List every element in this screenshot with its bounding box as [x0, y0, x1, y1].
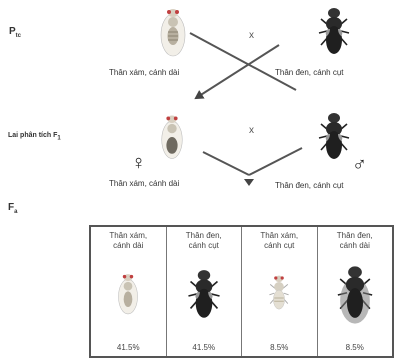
black-vestigial-fly-icon: [187, 267, 221, 325]
cross-line-3: [203, 152, 249, 175]
offspring-percent: 8.5%: [318, 343, 393, 352]
male-symbol-icon: ♂: [352, 155, 367, 175]
offspring-cell: Thân xám,cánh dài 41.5%: [91, 227, 167, 356]
offspring-cell: Thân xám,cánh cụt 8.5%: [242, 227, 318, 356]
offspring-phenotype: Thân đen,cánh dài: [318, 231, 393, 251]
offspring-percent: 41.5%: [91, 343, 166, 352]
offspring-phenotype: Thân xám,cánh dài: [91, 231, 166, 251]
grey-long-wing-fly-icon: [115, 269, 141, 319]
pa-label: Ptc: [9, 26, 21, 39]
black-long-wing-fly-icon: [335, 263, 375, 327]
cross-line-1: [190, 33, 296, 90]
f2-phenotype: Thân đen, cánh cụt: [275, 181, 344, 190]
f1-grey-long-wing-fly-icon: [158, 110, 186, 164]
offspring-cell: Thân đen,cánh dài 8.5%: [318, 227, 393, 356]
black-vestigial-fly-icon: [318, 5, 350, 61]
offspring-phenotype: Thân xám,cánh cụt: [242, 231, 317, 251]
parent2-phenotype: Thân đen, cánh cụt: [275, 68, 344, 77]
offspring-phenotype: Thân đen,cánh cụt: [167, 231, 242, 251]
offspring-percent: 41.5%: [167, 343, 242, 352]
grey-long-wing-fly-icon: [158, 5, 188, 59]
cross-line-4: [249, 148, 302, 175]
offspring-cell: Thân đen,cánh cụt 41.5%: [167, 227, 243, 356]
cross-line-2: [196, 45, 279, 98]
offspring-table: Thân xám,cánh dài 41.5% Thân đen,cánh cụ…: [89, 225, 394, 358]
f1-phenotype: Thân xám, cánh dài: [109, 179, 179, 188]
cross-symbol-1: x: [249, 30, 254, 41]
offspring-percent: 8.5%: [242, 343, 317, 352]
grey-vestigial-fly-icon: [267, 271, 291, 317]
parent1-phenotype: Thân xám, cánh dài: [109, 68, 179, 77]
fa-label: Fa: [8, 202, 17, 215]
cross-symbol-2: x: [249, 125, 254, 136]
f1-black-vestigial-fly-icon: [318, 110, 350, 166]
female-symbol-icon: ♀: [131, 153, 146, 173]
testcross-label: Lai phân tích F1: [8, 132, 61, 141]
down-arrow-icon: [244, 179, 254, 186]
